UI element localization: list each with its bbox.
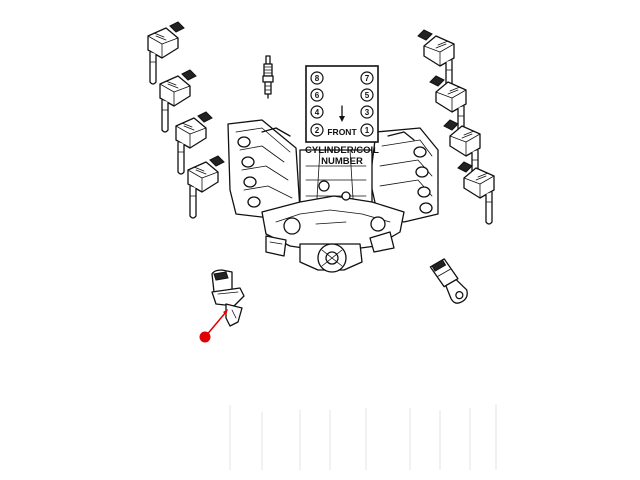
cylinder-8-label: 8 <box>315 74 320 83</box>
right-bank-cylinders: 7 5 3 1 <box>360 71 374 137</box>
ignition-coil-right-4 <box>457 161 495 225</box>
chart-title-line-2: NUMBER <box>321 156 363 167</box>
firing-order-chart: 8 6 4 2 7 5 3 1 FRONT <box>305 65 379 143</box>
spark-plug <box>262 55 274 99</box>
front-arrow-icon <box>339 105 345 122</box>
front-label: FRONT <box>327 127 357 137</box>
cylinder-1-label: 1 <box>365 126 370 135</box>
cylinder-7-label: 7 <box>365 74 370 83</box>
crankshaft-position-sensor <box>211 269 245 327</box>
engine-block <box>227 119 439 273</box>
callout-crankshaft-sensor <box>199 309 228 343</box>
cylinder-3-label: 3 <box>365 108 370 117</box>
camshaft-position-sensor <box>429 258 468 304</box>
cylinder-6-label: 6 <box>315 91 320 100</box>
cylinder-2-label: 2 <box>315 126 320 135</box>
left-bank-cylinders: 8 6 4 2 <box>310 71 324 137</box>
chart-title-line-1: CYLINDER/COIL <box>305 145 379 156</box>
cylinder-5-label: 5 <box>365 91 370 100</box>
cylinder-4-label: 4 <box>315 108 320 117</box>
ignition-coil-left-4 <box>187 155 225 219</box>
faint-background-marks <box>229 404 497 470</box>
ignition-coil-left-1 <box>147 21 185 85</box>
